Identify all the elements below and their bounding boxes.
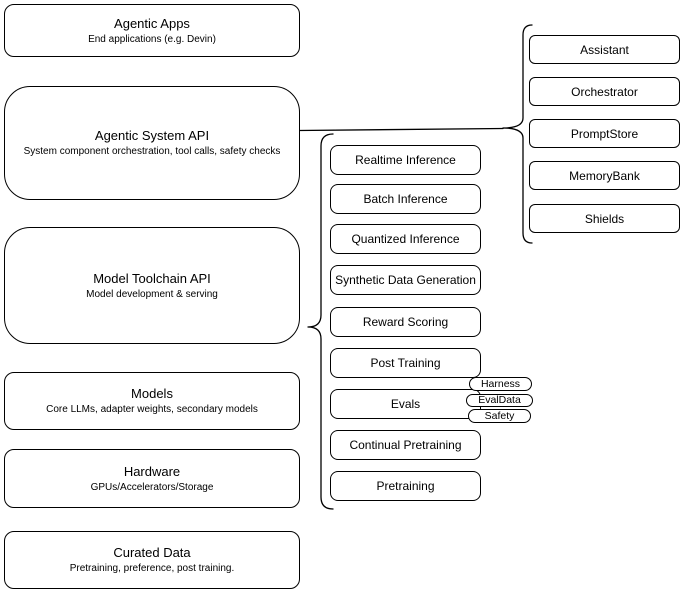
component-label: Post Training [370,356,441,370]
component-label: Batch Inference [363,192,448,206]
layer-box-models: Models Core LLMs, adapter weights, secon… [4,372,300,430]
layer-title: Models [131,386,173,401]
component-box-pretraining: Pretraining [330,471,481,501]
system-connector-line [298,127,504,132]
component-box-memorybank: MemoryBank [529,161,680,190]
component-box-shields: Shields [529,204,680,233]
component-label: Continual Pretraining [349,438,462,452]
layer-subtitle: Model development & serving [86,288,218,300]
component-box-promptstore: PromptStore [529,119,680,148]
layer-title: Hardware [123,463,181,479]
layer-subtitle: System component orchestration, tool cal… [23,146,281,157]
component-label: Assistant [580,42,629,57]
component-label: PromptStore [570,126,639,141]
layer-title: Agentic System API [94,128,210,143]
component-box-evals: Evals [330,389,481,419]
layer-box-agentic-apps: Agentic Apps End applications (e.g. Devi… [4,4,300,57]
component-box-synthetic-data-generation: Synthetic Data Generation [330,265,481,295]
eval-tag-evaldata: EvalData [466,394,533,407]
component-label: Pretraining [376,479,435,493]
layer-subtitle: End applications (e.g. Devin) [88,33,216,45]
eval-tag-harness: Harness [469,377,532,391]
component-box-quantized-inference: Quantized Inference [330,224,481,254]
eval-tag-safety: Safety [468,409,531,423]
layer-box-hardware: Hardware GPUs/Accelerators/Storage [4,449,300,508]
layer-box-model-toolchain-api: Model Toolchain API Model development & … [4,227,300,344]
component-label: Evals [390,397,421,411]
component-label: Orchestrator [571,84,638,99]
layer-box-agentic-system-api: Agentic System API System component orch… [4,86,300,200]
component-label: Shields [584,211,625,226]
component-box-continual-pretraining: Continual Pretraining [330,430,481,460]
component-label: Realtime Inference [355,153,456,167]
system-brace [502,24,533,244]
component-label: Reward Scoring [362,315,449,329]
component-label: MemoryBank [569,168,640,183]
component-box-assistant: Assistant [529,35,680,64]
layer-title: Curated Data [113,545,191,560]
component-box-post-training: Post Training [330,348,481,378]
layer-subtitle: Pretraining, preference, post training. [69,563,235,574]
layer-box-curated-data: Curated Data Pretraining, preference, po… [4,531,300,589]
layer-title: Agentic Apps [114,15,190,31]
component-box-orchestrator: Orchestrator [529,77,680,106]
layer-title: Model Toolchain API [93,270,211,286]
layer-subtitle: Core LLMs, adapter weights, secondary mo… [46,404,258,415]
component-label: Synthetic Data Generation [335,273,476,287]
component-box-reward-scoring: Reward Scoring [330,307,481,337]
component-box-realtime-inference: Realtime Inference [330,145,481,175]
layer-subtitle: GPUs/Accelerators/Storage [90,481,214,493]
component-label: Quantized Inference [351,232,460,246]
component-box-batch-inference: Batch Inference [330,184,481,214]
